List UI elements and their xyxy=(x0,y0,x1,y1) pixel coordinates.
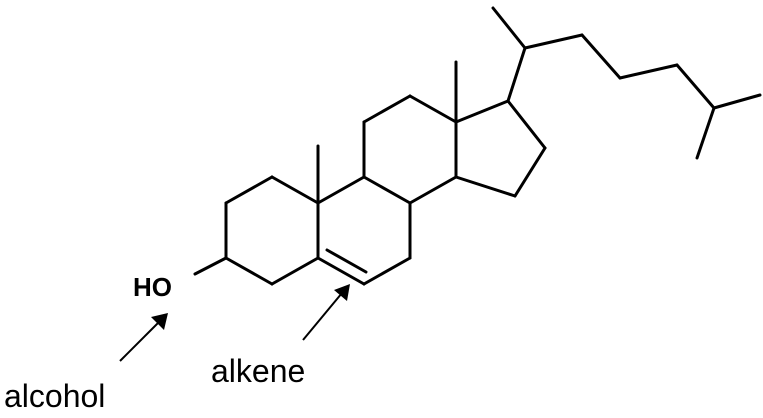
bond xyxy=(362,175,412,205)
alkene-arrow xyxy=(302,292,343,341)
bond xyxy=(362,256,412,286)
bond xyxy=(270,175,320,205)
bond xyxy=(491,6,527,50)
bond xyxy=(695,106,716,160)
hydroxyl-label: HO xyxy=(133,272,172,302)
bond xyxy=(506,46,527,103)
bond xyxy=(193,256,228,276)
bond xyxy=(580,33,622,80)
bond xyxy=(454,99,510,124)
alcohol-arrowhead xyxy=(151,313,168,330)
methyl-groups xyxy=(316,60,458,205)
alcohol-label: alcohol xyxy=(4,378,105,414)
double-bond-inner xyxy=(325,248,368,274)
bond xyxy=(454,175,517,198)
hydroxyl-group: HO xyxy=(133,256,228,302)
bond xyxy=(362,94,412,124)
bond xyxy=(506,99,547,150)
bond xyxy=(316,256,366,286)
alcohol-annotation: alcohol xyxy=(4,313,168,414)
alkene-label: alkene xyxy=(211,353,305,389)
ring-c xyxy=(362,94,458,205)
bond xyxy=(224,256,274,286)
bond xyxy=(408,175,458,205)
ring-b xyxy=(316,175,412,286)
bond xyxy=(712,93,762,110)
bond xyxy=(224,175,274,205)
bond xyxy=(675,63,716,110)
bond xyxy=(270,256,320,286)
bond xyxy=(618,63,679,80)
ring-a xyxy=(224,175,320,286)
alcohol-arrow xyxy=(119,320,161,362)
side-chain xyxy=(491,6,762,160)
bond xyxy=(513,146,547,198)
ring-d xyxy=(454,99,547,198)
bond xyxy=(408,94,458,124)
bond xyxy=(316,175,366,205)
alkene-annotation: alkene xyxy=(211,284,350,389)
bond xyxy=(523,33,584,50)
alkene-arrowhead xyxy=(334,284,350,301)
